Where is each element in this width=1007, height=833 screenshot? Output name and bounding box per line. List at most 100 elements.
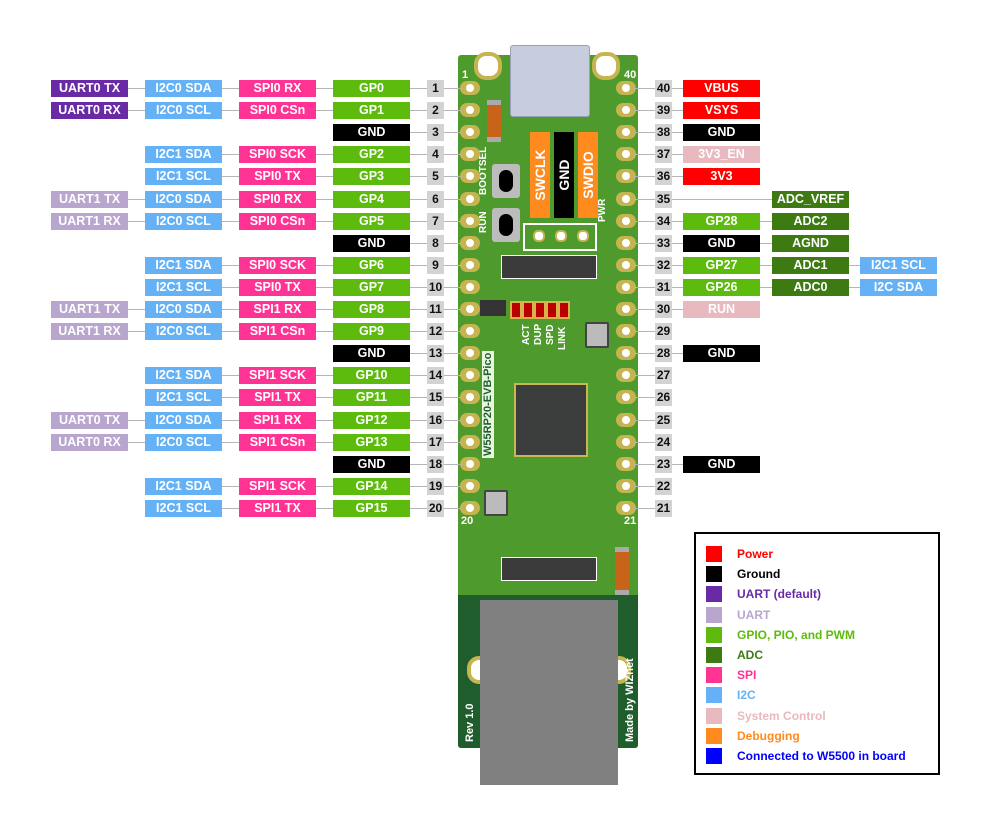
i2c-label: I2C0 SDA — [145, 191, 222, 208]
pin-number: 12 — [427, 323, 444, 340]
i2c-label: I2C0 SCL — [145, 213, 222, 230]
connector-line — [128, 331, 145, 332]
adc-label: ADC_VREF — [772, 191, 849, 208]
connector-line — [128, 199, 145, 200]
spi-label: SPI1 RX — [239, 412, 316, 429]
i2c-label: I2C1 SDA — [145, 367, 222, 384]
connector-line — [443, 243, 462, 244]
board-name-label: W55RP20-EVB-Pico — [482, 350, 494, 458]
connector-line — [316, 154, 333, 155]
connector-line — [672, 176, 683, 177]
pin-number: 4 — [427, 146, 444, 163]
adc-label: AGND — [772, 235, 849, 252]
pin-number: 34 — [655, 213, 672, 230]
connector-line — [222, 331, 239, 332]
pin-number: 38 — [655, 124, 672, 141]
connector-line — [316, 88, 333, 89]
pin-number: 5 — [427, 168, 444, 185]
pin-pad — [460, 125, 480, 139]
connector-line — [410, 508, 427, 509]
connector-line — [634, 265, 655, 266]
pin-pad — [460, 169, 480, 183]
legend-swatch — [706, 586, 722, 603]
connector-line — [443, 287, 462, 288]
connector-line — [634, 442, 655, 443]
connector-line — [410, 442, 427, 443]
power-label: VBUS — [683, 80, 760, 97]
legend-swatch — [706, 626, 722, 643]
i2c-label: I2C1 SDA — [145, 257, 222, 274]
connector-line — [634, 176, 655, 177]
i2c-label: I2C1 SCL — [145, 500, 222, 517]
pin-pad — [460, 324, 480, 338]
debug-pin-swclk: SWCLK — [530, 132, 550, 218]
connector-line — [634, 353, 655, 354]
i2c-label: I2C0 SCL — [145, 434, 222, 451]
i2c-label: I2C SDA — [860, 279, 937, 296]
run-button[interactable] — [492, 208, 520, 242]
connector-line — [672, 154, 683, 155]
gnd-label: GND — [683, 345, 760, 362]
connector-line — [443, 508, 462, 509]
connector-line — [410, 132, 427, 133]
connector-line — [634, 309, 655, 310]
connector-line — [128, 88, 145, 89]
led-label-link: LINK — [557, 326, 568, 350]
connector-line — [410, 397, 427, 398]
pin-pad — [460, 236, 480, 250]
pin-number: 6 — [427, 191, 444, 208]
connector-line — [222, 486, 239, 487]
corner-label-20: 20 — [461, 515, 474, 527]
gpio-label: GP2 — [333, 146, 410, 163]
connector-line — [410, 353, 427, 354]
usb-c-connector — [510, 45, 590, 117]
regulator-chip — [480, 300, 506, 316]
pin-number: 28 — [655, 345, 672, 362]
spi-label: SPI1 RX — [239, 301, 316, 318]
connector-line — [222, 287, 239, 288]
gpio-label: GP13 — [333, 434, 410, 451]
connector-line — [443, 420, 462, 421]
connector-line — [672, 199, 772, 200]
connector-line — [634, 486, 655, 487]
pin-pad — [616, 479, 636, 493]
connector-line — [128, 442, 145, 443]
connector-line — [634, 199, 655, 200]
connector-line — [222, 420, 239, 421]
legend-label: GPIO, PIO, and PWM — [737, 627, 856, 642]
pin-number: 13 — [427, 345, 444, 362]
uart-label: UART1 TX — [51, 301, 128, 318]
spi-label: SPI1 CSn — [239, 434, 316, 451]
pin-pad — [616, 413, 636, 427]
gpio-label: GP7 — [333, 279, 410, 296]
i2c-label: I2C0 SCL — [145, 323, 222, 340]
connector-line — [410, 88, 427, 89]
connector-line — [672, 309, 683, 310]
w55rp20-chip — [514, 383, 588, 457]
pin-number: 26 — [655, 389, 672, 406]
pin-pad — [616, 457, 636, 471]
legend-label: I2C — [737, 688, 756, 703]
connector-line — [410, 309, 427, 310]
i2c-label: I2C0 SDA — [145, 412, 222, 429]
gnd-label: GND — [683, 235, 760, 252]
connector-line — [410, 420, 427, 421]
pin-pad — [460, 258, 480, 272]
bootsel-button[interactable] — [492, 164, 520, 198]
connector-line — [410, 265, 427, 266]
legend-swatch — [706, 566, 722, 583]
legend-swatch — [706, 647, 722, 663]
pin-number: 24 — [655, 434, 672, 451]
connector-line — [672, 132, 683, 133]
corner-label-1: 1 — [462, 69, 469, 81]
pin-number: 33 — [655, 235, 672, 252]
connector-line — [672, 287, 683, 288]
connector-line — [410, 331, 427, 332]
connector-line — [222, 309, 239, 310]
gpio-label: GP6 — [333, 257, 410, 274]
led — [558, 301, 570, 319]
gpio-label: GP14 — [333, 478, 410, 495]
connector-line — [316, 331, 333, 332]
pin-pad — [616, 258, 636, 272]
crystal — [585, 322, 609, 348]
